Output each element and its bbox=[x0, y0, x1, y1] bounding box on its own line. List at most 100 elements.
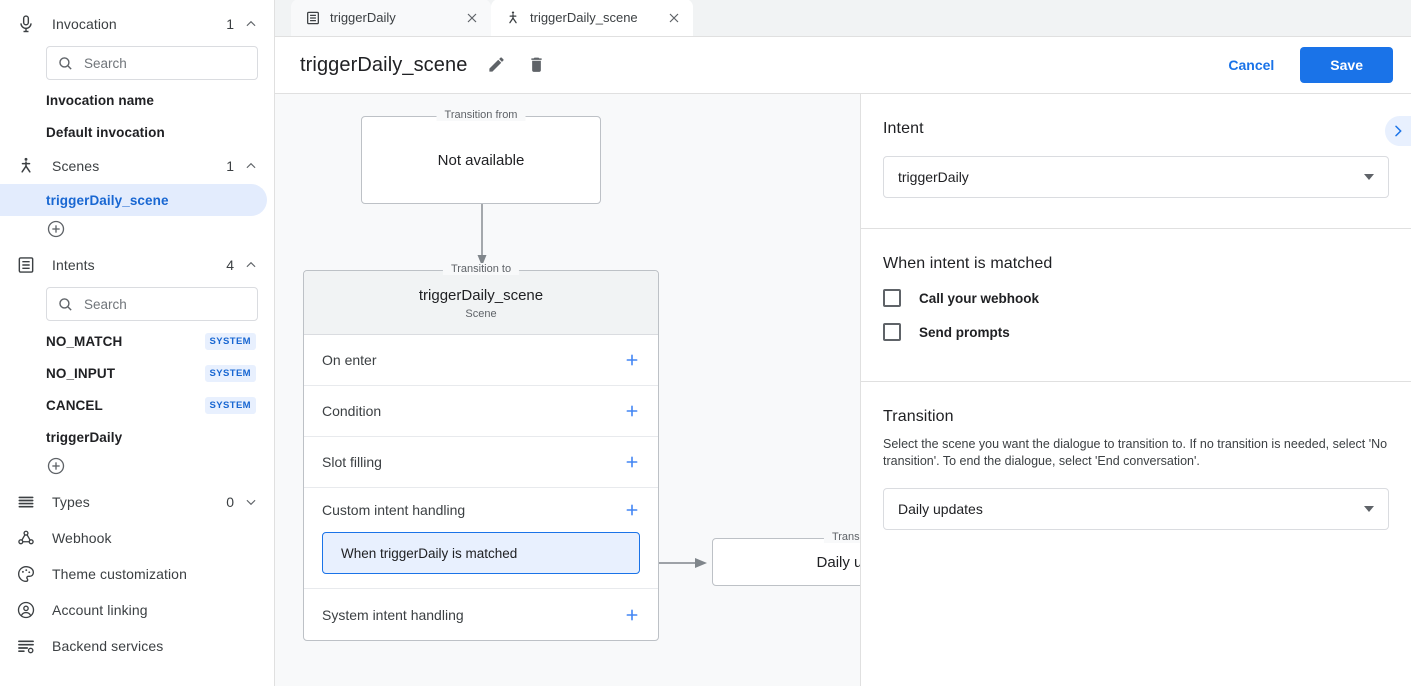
types-lines-icon bbox=[14, 490, 38, 514]
tab-triggerdaily[interactable]: triggerDaily bbox=[291, 0, 491, 36]
intent-handler-chip[interactable]: When triggerDaily is matched bbox=[322, 532, 640, 574]
add-icon[interactable] bbox=[624, 607, 640, 623]
add-icon[interactable] bbox=[624, 403, 640, 419]
invocation-search-wrap bbox=[0, 42, 274, 84]
sidebar-item-label: triggerDaily_scene bbox=[46, 192, 169, 208]
intent-select[interactable]: triggerDaily bbox=[883, 156, 1389, 198]
sidebar-item-cancel[interactable]: CANCEL SYSTEM bbox=[0, 389, 274, 421]
scene-group-custom-intent-handling: Custom intent handling When triggerDaily… bbox=[304, 488, 658, 589]
pencil-icon[interactable] bbox=[487, 55, 507, 75]
chevron-up-icon[interactable] bbox=[244, 159, 258, 173]
add-icon[interactable] bbox=[624, 502, 640, 518]
tab-label: triggerDaily bbox=[330, 10, 396, 25]
add-scene-icon[interactable] bbox=[46, 220, 66, 243]
add-icon[interactable] bbox=[624, 454, 640, 470]
transition-select[interactable]: Daily updates bbox=[883, 488, 1389, 530]
intents-search-box[interactable] bbox=[46, 287, 261, 321]
sidebar-item-webhook[interactable]: Webhook bbox=[0, 520, 274, 556]
backend-services-icon bbox=[14, 634, 38, 658]
transition-section: Transition Select the scene you want the… bbox=[861, 382, 1411, 560]
sidebar-item-label: Webhook bbox=[52, 530, 112, 546]
invocation-search-box[interactable] bbox=[46, 46, 261, 80]
save-button[interactable]: Save bbox=[1300, 47, 1393, 83]
trash-icon[interactable] bbox=[527, 55, 547, 75]
sidebar-item-default-invocation[interactable]: Default invocation bbox=[0, 116, 274, 148]
account-circle-icon bbox=[14, 598, 38, 622]
chevron-up-icon[interactable] bbox=[244, 17, 258, 31]
transition-to-legend: Transition to bbox=[442, 263, 520, 275]
cancel-button[interactable]: Cancel bbox=[1214, 48, 1288, 82]
chevron-up-icon[interactable] bbox=[244, 258, 258, 272]
scene-row-slot-filling[interactable]: Slot filling bbox=[304, 437, 658, 488]
sidebar-item-account-linking[interactable]: Account linking bbox=[0, 592, 274, 628]
scene-row-custom-intent-handling[interactable]: Custom intent handling bbox=[304, 488, 658, 532]
page-header: triggerDaily_scene Cancel Save bbox=[275, 37, 1411, 94]
sidebar-section-label: Intents bbox=[52, 257, 95, 273]
sidebar-section-count: 0 bbox=[226, 494, 234, 510]
sidebar-item-theme-customization[interactable]: Theme customization bbox=[0, 556, 274, 592]
scene-flow-icon bbox=[505, 10, 521, 26]
sidebar-section-scenes[interactable]: Scenes 1 bbox=[0, 148, 274, 184]
sidebar-item-label: NO_INPUT bbox=[46, 365, 116, 381]
scene-row-system-intent-handling[interactable]: System intent handling bbox=[304, 589, 658, 640]
main-area: triggerDaily triggerDaily_scene bbox=[275, 0, 1411, 686]
scene-flow-icon bbox=[14, 154, 38, 178]
transition-from-node[interactable]: Transition from Not available bbox=[361, 109, 601, 204]
close-icon[interactable] bbox=[464, 10, 480, 26]
microphone-icon bbox=[14, 12, 38, 36]
sidebar-item-no-match[interactable]: NO_MATCH SYSTEM bbox=[0, 325, 274, 357]
transition-from-value: Not available bbox=[437, 151, 525, 169]
transition-section-description: Select the scene you want the dialogue t… bbox=[883, 437, 1388, 468]
search-icon bbox=[57, 296, 74, 313]
intent-list-icon bbox=[305, 10, 321, 26]
chevron-down-icon[interactable] bbox=[244, 495, 258, 509]
add-icon[interactable] bbox=[624, 352, 640, 368]
sidebar-item-no-input[interactable]: NO_INPUT SYSTEM bbox=[0, 357, 274, 389]
checkbox-box[interactable] bbox=[883, 289, 901, 307]
intent-list-icon bbox=[14, 253, 38, 277]
sidebar-item-backend-services[interactable]: Backend services bbox=[0, 628, 274, 664]
scene-row-on-enter[interactable]: On enter bbox=[304, 335, 658, 386]
scene-row-condition[interactable]: Condition bbox=[304, 386, 658, 437]
invocation-search-input[interactable] bbox=[84, 55, 261, 71]
tab-bar: triggerDaily triggerDaily_scene bbox=[275, 0, 1411, 37]
checkbox-label: Send prompts bbox=[919, 324, 1010, 340]
sidebar-item-label: Theme customization bbox=[52, 566, 187, 582]
checkbox-send-prompts[interactable]: Send prompts bbox=[883, 323, 1389, 341]
matched-section-title: When intent is matched bbox=[883, 255, 1053, 272]
checkbox-call-your-webhook[interactable]: Call your webhook bbox=[883, 289, 1389, 307]
scene-node-subtitle: Scene bbox=[465, 308, 497, 320]
transition-select-value: Daily updates bbox=[898, 501, 983, 517]
sidebar-item-label: triggerDaily bbox=[46, 429, 123, 445]
intents-search-input[interactable] bbox=[84, 296, 261, 312]
sidebar-section-invocation[interactable]: Invocation 1 bbox=[0, 6, 274, 42]
tab-triggerdaily-scene[interactable]: triggerDaily_scene bbox=[491, 0, 693, 36]
when-intent-matched-section: When intent is matched Call your webhook… bbox=[861, 229, 1411, 382]
tab-label: triggerDaily_scene bbox=[530, 10, 638, 25]
chevron-right-icon[interactable] bbox=[1385, 116, 1411, 146]
sidebar-section-label: Invocation bbox=[52, 16, 117, 32]
sidebar-section-types[interactable]: Types 0 bbox=[0, 484, 274, 520]
sidebar-section-count: 1 bbox=[226, 16, 234, 32]
close-icon[interactable] bbox=[666, 10, 682, 26]
sidebar-item-label: Account linking bbox=[52, 602, 148, 618]
transition-from-legend: Transition from bbox=[436, 109, 526, 121]
sidebar-item-triggerdaily[interactable]: triggerDaily bbox=[0, 421, 274, 453]
scene-row-label: Condition bbox=[322, 403, 382, 419]
transition-target-node[interactable]: Transition to Daily updates bbox=[712, 531, 860, 586]
search-icon bbox=[57, 55, 74, 72]
sidebar-section-intents[interactable]: Intents 4 bbox=[0, 247, 274, 283]
scene-canvas[interactable]: Transition from Not available Transition… bbox=[275, 94, 861, 686]
status-badge: SYSTEM bbox=[204, 364, 256, 382]
dropdown-caret-icon bbox=[1364, 506, 1374, 512]
sidebar-item-triggerdaily-scene[interactable]: triggerDaily_scene bbox=[0, 184, 267, 216]
sidebar-item-label: CANCEL bbox=[46, 397, 103, 413]
checkbox-box[interactable] bbox=[883, 323, 901, 341]
intent-select-value: triggerDaily bbox=[898, 169, 969, 185]
intents-search-wrap bbox=[0, 283, 274, 325]
sidebar-item-invocation-name[interactable]: Invocation name bbox=[0, 84, 274, 116]
webhook-nodes-icon bbox=[14, 526, 38, 550]
scene-row-label: System intent handling bbox=[322, 606, 464, 623]
details-panel: Intent triggerDaily When intent is match… bbox=[861, 94, 1411, 686]
add-intent-icon[interactable] bbox=[46, 457, 66, 480]
